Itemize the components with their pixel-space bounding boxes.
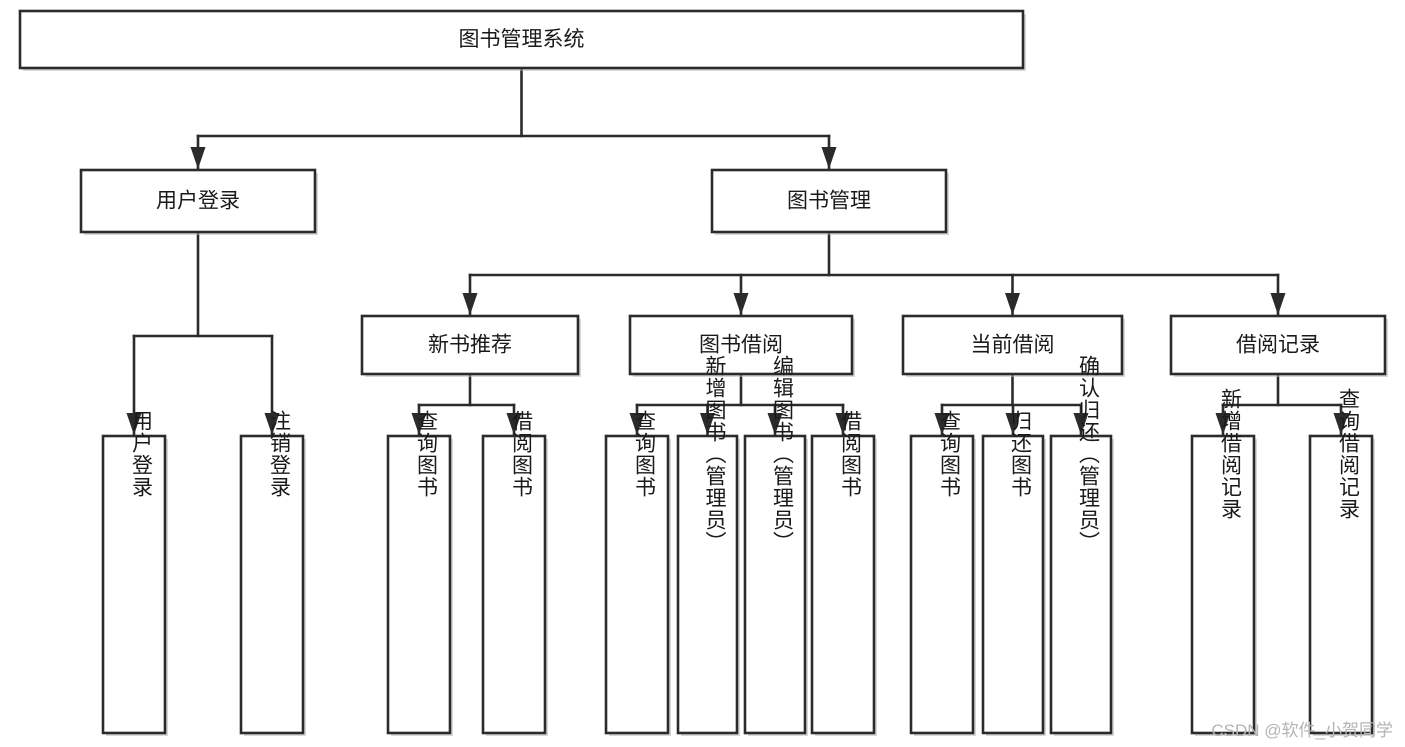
arrow-head-icon	[629, 413, 645, 435]
node-label: 图书管理系统	[459, 28, 585, 51]
node-新书推荐[interactable]: 新书推荐	[360, 314, 581, 377]
node-确认归还管理员[interactable]: 确认归还（管理员）	[1049, 355, 1114, 736]
arrow-head-icon	[733, 293, 749, 315]
node-label: 当前借阅	[971, 334, 1055, 357]
arrow-head-icon	[1005, 293, 1020, 315]
box-outline[interactable]	[1308, 434, 1374, 735]
box-outline[interactable]	[1049, 434, 1113, 735]
box-outline[interactable]	[360, 314, 580, 376]
node-查询借阅记录[interactable]: 查询借阅记录	[1308, 388, 1375, 736]
node-查询图书[interactable]: 查询图书	[909, 410, 976, 736]
node-用户登录[interactable]: 用户登录	[79, 168, 318, 235]
box-outline[interactable]	[1190, 434, 1256, 735]
box-outline[interactable]	[743, 434, 807, 735]
node-编辑图书管理员[interactable]: 编辑图书（管理员）	[743, 355, 808, 736]
box-outline[interactable]	[386, 434, 452, 735]
arrow-head-icon	[126, 413, 142, 435]
node-label: 借阅图书	[510, 410, 534, 498]
node-新增借阅记录[interactable]: 新增借阅记录	[1190, 388, 1257, 736]
node-图书管理系统[interactable]: 图书管理系统	[18, 9, 1026, 71]
node-借阅图书[interactable]: 借阅图书	[810, 410, 877, 736]
node-当前借阅[interactable]: 当前借阅	[901, 314, 1125, 377]
arrow-head-icon	[821, 147, 837, 169]
box-outline[interactable]	[810, 434, 876, 735]
box-outline[interactable]	[604, 434, 670, 735]
box-outline[interactable]	[628, 314, 854, 376]
box-outline[interactable]	[901, 314, 1124, 376]
node-label: 新增图书（管理员）	[703, 355, 727, 553]
connector-layer	[126, 66, 1349, 437]
node-label: 借阅记录	[1236, 334, 1320, 357]
arrow-head-icon	[1215, 413, 1231, 435]
node-label: 归还图书	[1009, 410, 1033, 498]
arrow-head-icon	[1270, 293, 1286, 315]
node-图书管理[interactable]: 图书管理	[710, 168, 949, 235]
box-outline[interactable]	[481, 434, 547, 735]
arrow-head-icon	[767, 413, 783, 435]
node-label: 查询图书	[633, 410, 657, 498]
node-label: 借阅图书	[839, 410, 863, 498]
node-label: 图书借阅	[699, 334, 783, 357]
box-outline[interactable]	[676, 434, 739, 735]
node-label: 用户登录	[156, 190, 240, 213]
node-查询图书[interactable]: 查询图书	[386, 410, 453, 736]
arrow-head-icon	[700, 413, 715, 435]
node-label: 用户登录	[130, 410, 154, 498]
box-outline[interactable]	[981, 434, 1045, 735]
node-借阅记录[interactable]: 借阅记录	[1169, 314, 1388, 377]
node-label: 新书推荐	[428, 334, 512, 357]
box-outline[interactable]	[239, 434, 305, 735]
node-归还图书[interactable]: 归还图书	[981, 410, 1046, 736]
arrow-head-icon	[190, 147, 206, 169]
arrow-head-icon	[1005, 413, 1021, 435]
node-查询图书[interactable]: 查询图书	[604, 410, 671, 736]
arrow-head-icon	[835, 413, 851, 435]
box-outline[interactable]	[79, 168, 317, 234]
node-label: 确认归还（管理员）	[1077, 355, 1101, 553]
node-借阅图书[interactable]: 借阅图书	[481, 410, 548, 736]
arrow-head-icon	[411, 413, 427, 435]
arrow-head-icon	[1073, 413, 1089, 435]
node-label: 编辑图书（管理员）	[771, 355, 795, 553]
node-label: 查询图书	[938, 410, 962, 498]
arrow-head-icon	[264, 413, 280, 435]
arrow-head-icon	[506, 413, 522, 435]
box-outline[interactable]	[1169, 314, 1387, 376]
box-outline[interactable]	[101, 434, 167, 735]
node-图书借阅[interactable]: 图书借阅	[628, 314, 855, 377]
node-新增图书管理员[interactable]: 新增图书（管理员）	[676, 355, 740, 736]
box-outline[interactable]	[710, 168, 948, 234]
node-label: 注销登录	[268, 410, 292, 498]
node-用户登录[interactable]: 用户登录	[101, 410, 168, 736]
box-outline[interactable]	[18, 9, 1025, 70]
node-layer: 图书管理系统用户登录图书管理新书推荐图书借阅当前借阅借阅记录用户登录注销登录查询…	[18, 9, 1388, 736]
arrow-head-icon	[1333, 413, 1349, 435]
node-label: 查询借阅记录	[1337, 388, 1361, 520]
node-注销登录[interactable]: 注销登录	[239, 410, 306, 736]
node-label: 新增借阅记录	[1219, 388, 1243, 520]
arrow-head-icon	[934, 413, 950, 435]
arrow-head-icon	[462, 293, 478, 315]
box-outline[interactable]	[909, 434, 975, 735]
node-label: 查询图书	[415, 410, 439, 498]
node-label: 图书管理	[787, 190, 871, 213]
